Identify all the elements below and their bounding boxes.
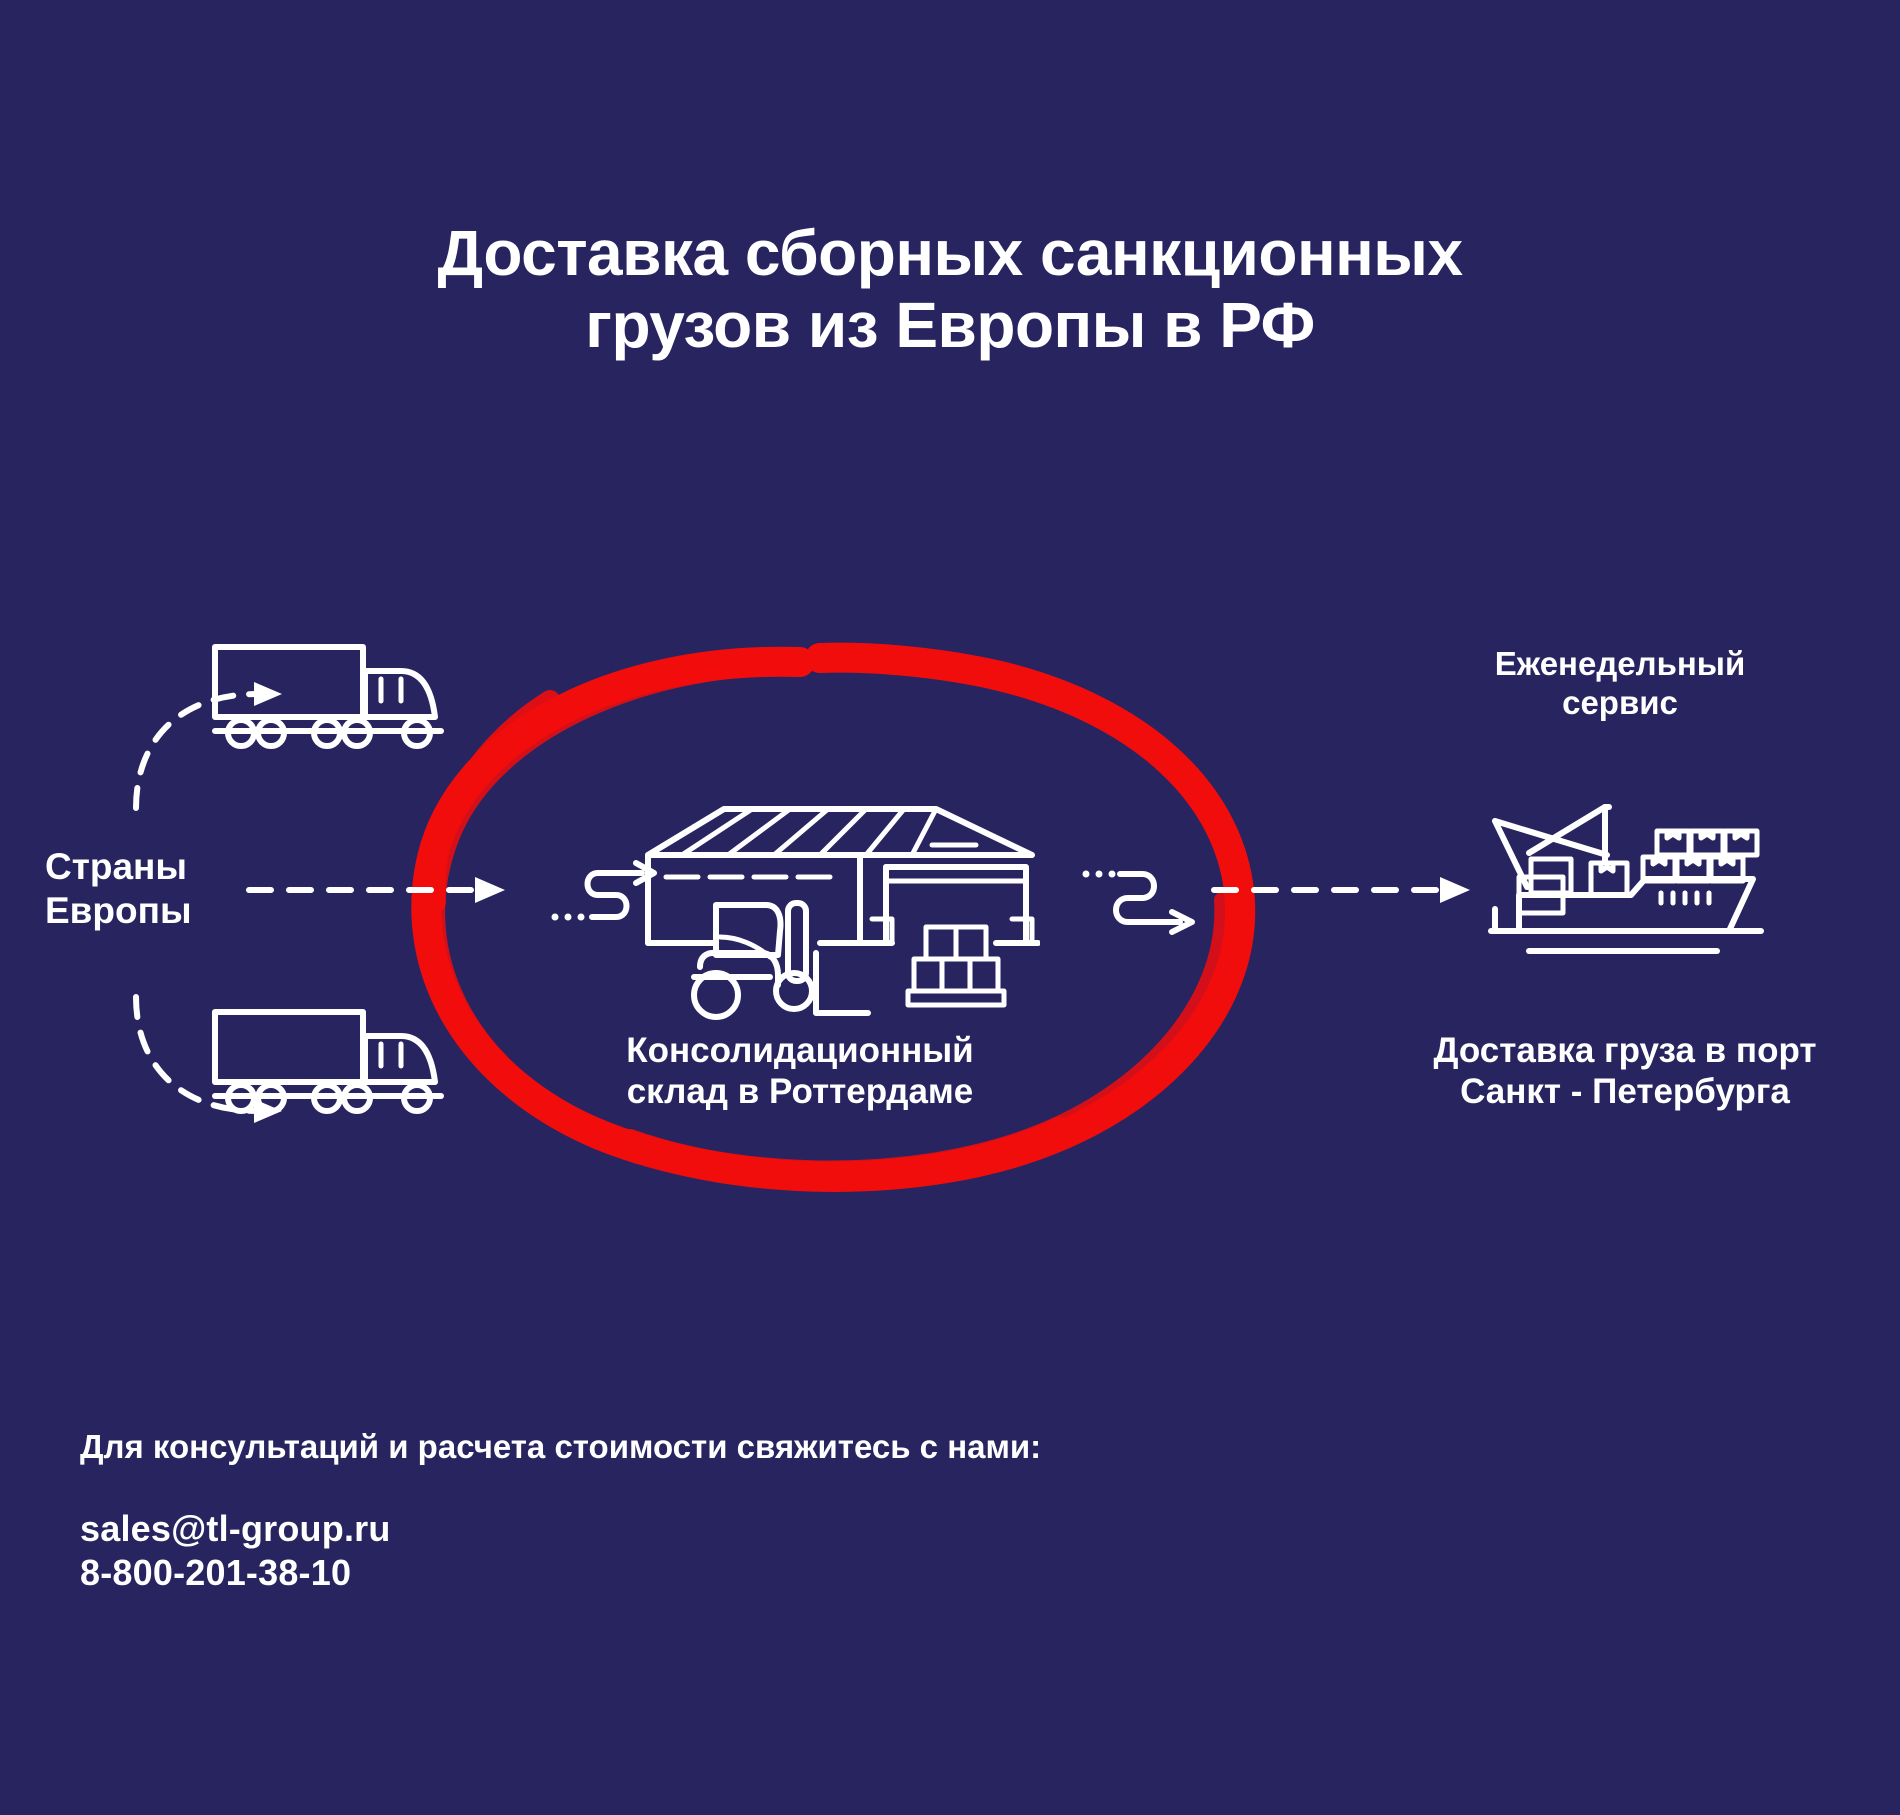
page-title-line-1: Доставка сборных санкционных	[437, 217, 1463, 289]
truck-icon	[205, 635, 455, 755]
curved-dashed-arrow-icon	[130, 680, 320, 820]
weekly-service-label: Еженедельный сервис	[1494, 645, 1746, 721]
container-ship-icon	[1485, 785, 1780, 960]
dashed-arrow-right-icon	[1210, 875, 1475, 905]
red-circle-highlight	[400, 640, 1320, 1200]
contact-cta: Для консультаций и расчета стоимости свя…	[80, 1428, 1042, 1465]
zigzag-arrow-icon	[550, 845, 670, 930]
contact-email[interactable]: sales@tl-group.ru	[80, 1508, 391, 1549]
port-delivery-label: Доставка груза в порт Санкт - Петербурга	[1433, 1031, 1817, 1112]
zigzag-arrow-icon	[1080, 860, 1210, 945]
warehouse-label: Консолидационный склад в Роттердаме	[626, 1031, 974, 1112]
page-title-line-2: грузов из Европы в РФ	[585, 288, 1315, 361]
dashed-arrow-right-icon	[245, 875, 510, 905]
contact-phone[interactable]: 8-800-201-38-10	[80, 1552, 352, 1593]
page-title: Доставка сборных санкционных грузов из Е…	[0, 217, 1900, 361]
truck-icon	[205, 1000, 455, 1120]
origin-label: Страны Европы	[45, 846, 192, 931]
warehouse-icon	[620, 785, 1041, 1020]
